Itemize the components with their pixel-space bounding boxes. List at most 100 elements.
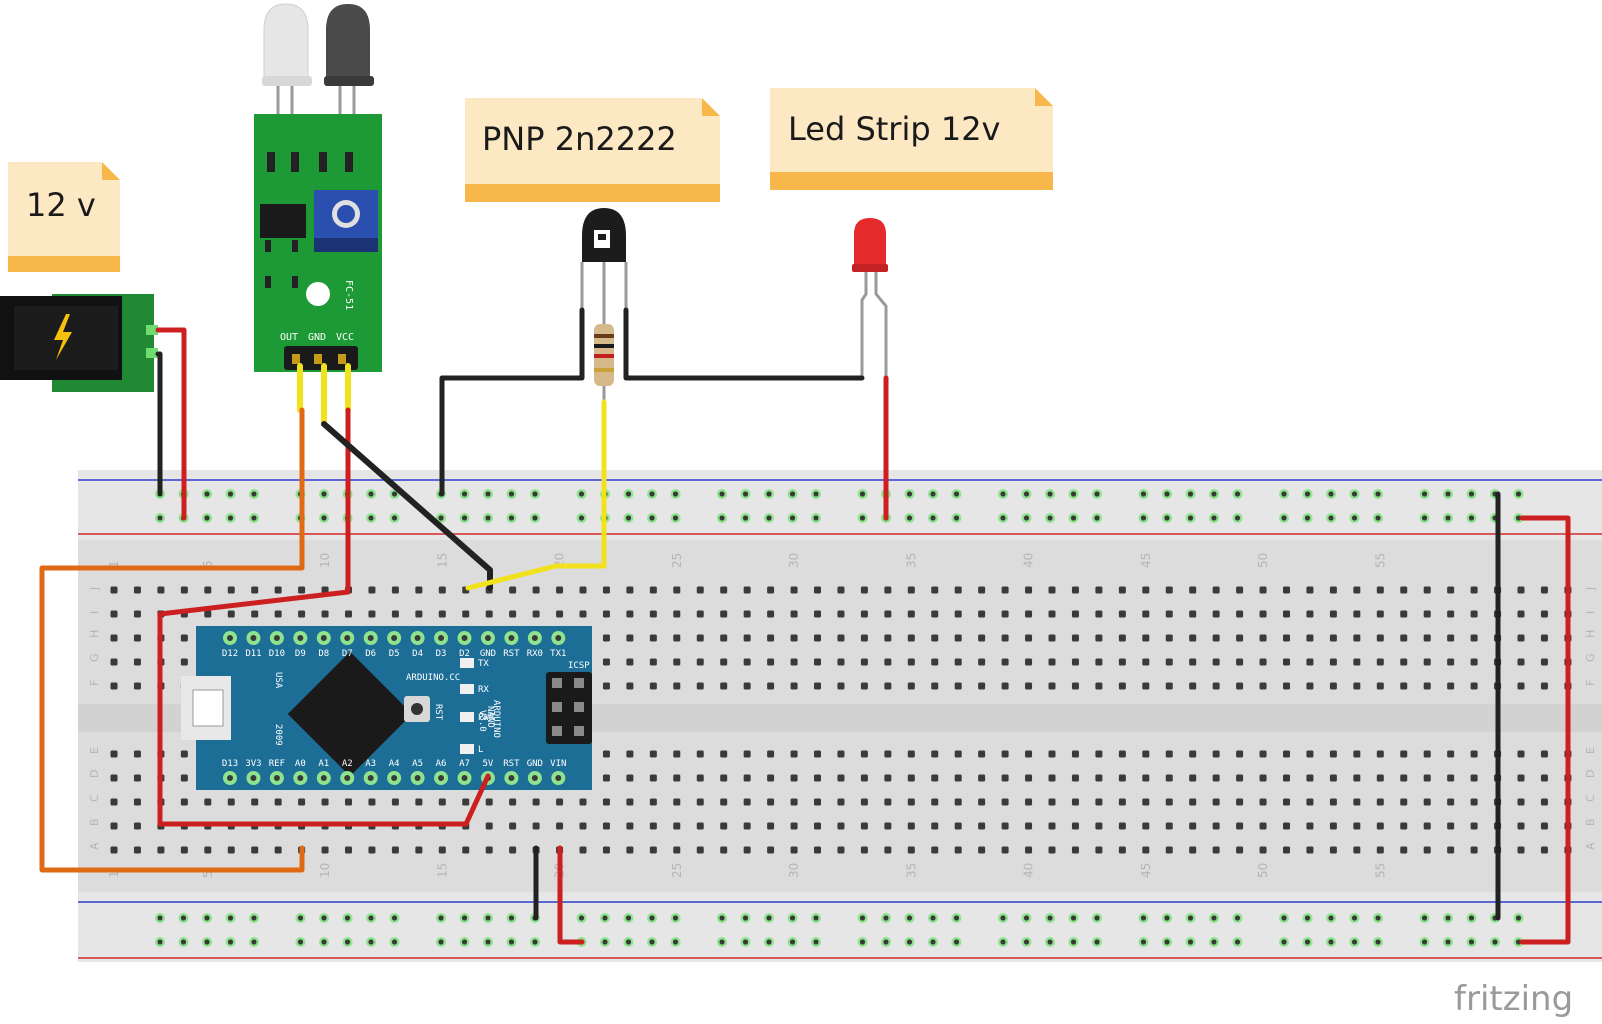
breadboard-hole [1025, 774, 1033, 782]
mcu-chip [287, 651, 413, 777]
breadboard-hole [1470, 610, 1478, 618]
column-number: 10 [318, 553, 332, 568]
breadboard-hole [1447, 634, 1455, 642]
led-tx-label: TX [478, 659, 489, 669]
rail-hole-center [649, 915, 655, 921]
breadboard-hole [837, 774, 845, 782]
rail-hole-center [368, 915, 374, 921]
rail-hole-center [1047, 939, 1053, 945]
breadboard-hole [602, 774, 610, 782]
breadboard-hole [1329, 846, 1337, 854]
rail-hole-center [1351, 491, 1358, 497]
nano-pad-center [344, 635, 351, 641]
note-power: 12 v [8, 162, 120, 272]
breadboard-hole [790, 586, 798, 594]
breadboard-hole [1048, 846, 1056, 854]
breadboard-hole [1142, 610, 1150, 618]
breadboard-hole [954, 658, 962, 666]
breadboard-hole [1517, 586, 1525, 594]
breadboard-hole [1400, 822, 1408, 830]
breadboard-hole [1400, 798, 1408, 806]
nano-pad-center [391, 635, 398, 641]
column-number: 5 [201, 560, 215, 568]
breadboard-hole [1306, 634, 1314, 642]
breadboard-hole [133, 798, 141, 806]
breadboard-hole [110, 774, 118, 782]
breadboard-hole [767, 798, 775, 806]
breadboard-hole [1212, 774, 1220, 782]
rail-hole-center [1468, 491, 1475, 497]
breadboard-hole [1423, 798, 1431, 806]
breadboard-hole [133, 774, 141, 782]
breadboard-hole [696, 586, 704, 594]
breadboard-hole [1095, 682, 1103, 690]
breadboard-hole [509, 846, 517, 854]
breadboard-hole [1283, 658, 1290, 666]
lightning-icon [54, 314, 72, 360]
rail-hole-center [719, 491, 725, 497]
rail-hole-center [391, 491, 398, 497]
breadboard-hole [180, 774, 188, 782]
breadboard-hole [1283, 822, 1290, 830]
breadboard-hole [720, 610, 728, 618]
breadboard-hole [696, 610, 704, 618]
breadboard-hole [790, 774, 798, 782]
breadboard-hole [1470, 846, 1478, 854]
rail-hole-center [251, 515, 257, 521]
breadboard-hole [649, 822, 657, 830]
breadboard-hole [1048, 750, 1056, 758]
rail-hole-center [251, 915, 257, 921]
breadboard-hole [1283, 774, 1290, 782]
rail-hole-center [813, 915, 819, 921]
rail-hole-center [719, 515, 725, 521]
breadboard-hole [1353, 586, 1361, 594]
wire-jack-positive [155, 327, 187, 521]
breadboard-hole [907, 846, 915, 854]
breadboard-hole [321, 610, 329, 618]
breadboard-hole [1095, 586, 1103, 594]
breadboard-hole [931, 822, 939, 830]
rail-hole-center [344, 939, 351, 945]
rail-hole-center [344, 915, 351, 921]
rail-hole-center [602, 915, 608, 921]
breadboard-hole [1048, 658, 1056, 666]
breadboard-hole [837, 586, 845, 594]
breadboard-hole [884, 634, 892, 642]
breadboard-hole [368, 798, 376, 806]
breadboard-hole [579, 610, 587, 618]
rail-hole-center [672, 491, 679, 497]
rail-hole-center [204, 939, 210, 945]
breadboard-hole [626, 798, 634, 806]
breadboard-hole [1212, 798, 1220, 806]
breadboard-hole [1095, 634, 1103, 642]
breadboard-hole [1095, 658, 1103, 666]
breadboard-hole [1259, 634, 1267, 642]
breadboard-hole [884, 822, 892, 830]
breadboard-hole [860, 846, 868, 854]
breadboard-hole [1118, 610, 1126, 618]
nano-bottom-pin-label: VIN [550, 759, 566, 769]
breadboard-hole [1001, 610, 1009, 618]
breadboard-hole [227, 798, 235, 806]
breadboard-hole [673, 822, 681, 830]
breadboard-hole [1283, 634, 1290, 642]
breadboard-hole [1470, 682, 1478, 690]
breadboard-hole [1517, 822, 1525, 830]
breadboard-hole [274, 846, 282, 854]
ir-sensor-module: FC-51 OUT GND VCC [254, 3, 382, 372]
resistor [594, 310, 614, 402]
row-letter: J [88, 587, 101, 591]
rail-hole-center [1304, 515, 1311, 521]
nano-top-pin-pads [223, 631, 566, 645]
rail-hole-center [1445, 915, 1451, 921]
breadboard-hole [1423, 586, 1431, 594]
breadboard-hole [978, 798, 986, 806]
breadboard-hole [602, 682, 610, 690]
nano-top-pin-label: D5 [389, 649, 400, 659]
rail-hole-center [368, 515, 374, 521]
breadboard-hole [110, 846, 118, 854]
nano-top-pin-label: D4 [412, 649, 423, 659]
nano-pad-center [414, 635, 421, 641]
breadboard-hole [1212, 822, 1220, 830]
